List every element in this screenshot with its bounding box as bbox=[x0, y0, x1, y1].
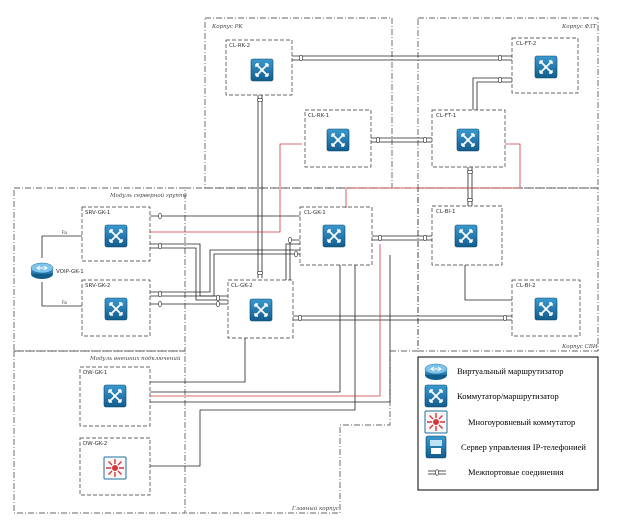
zone-fzt bbox=[417, 17, 599, 189]
device-cl-ft-1[interactable]: CL-FT-1 bbox=[431, 109, 506, 168]
device-label: DW-GK-2 bbox=[83, 441, 107, 447]
device-srv-gk-1[interactable]: SRV-GK-1 bbox=[81, 206, 151, 262]
device-label: CL-GK-2 bbox=[231, 283, 253, 289]
legend-virtual-router: Виртуальный маршрутизатор bbox=[457, 366, 564, 376]
device-voip-gk-1[interactable]: VOIP-GK-1 Fa Fa bbox=[30, 230, 84, 306]
device-label: CL-BI-2 bbox=[516, 283, 535, 289]
switch-router-icon bbox=[104, 224, 128, 248]
device-label: CL-FT-2 bbox=[516, 41, 536, 47]
switch-router-icon bbox=[322, 224, 346, 248]
zone-main-label: Главный корпус bbox=[291, 506, 339, 512]
device-label: VOIP-GK-1 bbox=[56, 269, 84, 275]
zone-svi-label: Корпус СВИ bbox=[561, 344, 598, 350]
device-dw-gk-1[interactable]: DW-GK-1 bbox=[79, 366, 151, 427]
device-cl-rk-1[interactable]: CL-RK-1 bbox=[304, 109, 372, 168]
legend-switch-router: Коммутатор/маршрутизатор bbox=[457, 391, 559, 401]
zone-rk bbox=[204, 17, 393, 189]
multilayer-switch-icon bbox=[424, 410, 448, 434]
virtual-router-icon bbox=[424, 363, 448, 381]
device-label: SRV-GK-2 bbox=[85, 283, 110, 289]
switch-router-icon bbox=[326, 128, 350, 152]
switch-router-icon bbox=[534, 297, 558, 321]
device-cl-gk-1[interactable]: CL-GK-1 bbox=[299, 206, 373, 266]
multilayer-switch-icon bbox=[103, 456, 127, 480]
device-label: DW-GK-1 bbox=[83, 370, 107, 376]
switch-router-icon bbox=[454, 224, 478, 248]
device-cl-ft-2[interactable]: CL-FT-2 bbox=[511, 37, 579, 94]
device-cl-rk-2[interactable]: CL-RK-2 bbox=[225, 39, 293, 96]
red-cables bbox=[150, 143, 521, 397]
switch-router-icon bbox=[534, 55, 558, 79]
port-label: Fa bbox=[62, 230, 67, 236]
device-cl-bi-2[interactable]: CL-BI-2 bbox=[511, 279, 581, 337]
switch-router-icon bbox=[456, 128, 480, 152]
switch-router-icon bbox=[104, 297, 128, 321]
ip-phone-server-icon bbox=[425, 435, 447, 459]
device-label: CL-BI-1 bbox=[436, 209, 455, 215]
virtual-router-icon bbox=[30, 262, 54, 280]
zone-main bbox=[185, 187, 419, 514]
interport-connection-icon bbox=[428, 469, 446, 476]
switch-router-icon bbox=[424, 384, 448, 408]
zone-ext-module-label: Модуль внешних подключений bbox=[89, 356, 181, 362]
zone-server-module-label: Модуль серверной группы bbox=[109, 193, 187, 199]
device-dw-gk-2[interactable]: DW-GK-2 bbox=[79, 437, 151, 496]
device-label: CL-RK-1 bbox=[308, 113, 329, 119]
device-label: SRV-GK-1 bbox=[85, 210, 110, 216]
switch-router-icon bbox=[103, 384, 127, 408]
switch-router-icon bbox=[249, 298, 273, 322]
zone-ext-module bbox=[13, 350, 186, 514]
zone-rk-label: Корпус РК bbox=[211, 24, 243, 30]
zone-fzt-label: Корпус ФЗТ bbox=[561, 24, 597, 30]
legend-interport: Межпортовые соединения bbox=[468, 467, 564, 477]
device-label: CL-FT-1 bbox=[436, 113, 456, 119]
device-label: CL-GK-1 bbox=[304, 210, 326, 216]
legend-multilayer-switch: Многоуровневый коммутатор bbox=[468, 417, 575, 427]
legend: Виртуальный маршрутизатор Коммутатор/мар… bbox=[417, 356, 599, 491]
device-srv-gk-2[interactable]: SRV-GK-2 bbox=[81, 279, 151, 337]
port-label: Fa bbox=[62, 300, 67, 306]
device-label: CL-RK-2 bbox=[229, 43, 250, 49]
cables bbox=[41, 55, 512, 467]
legend-box bbox=[417, 356, 599, 491]
legend-ip-phone-server: Сервер управления IP-телефонией bbox=[461, 442, 586, 452]
device-cl-gk-2[interactable]: CL-GK-2 bbox=[227, 279, 294, 339]
device-cl-bi-1[interactable]: CL-BI-1 bbox=[431, 205, 503, 266]
switch-router-icon bbox=[250, 58, 274, 82]
